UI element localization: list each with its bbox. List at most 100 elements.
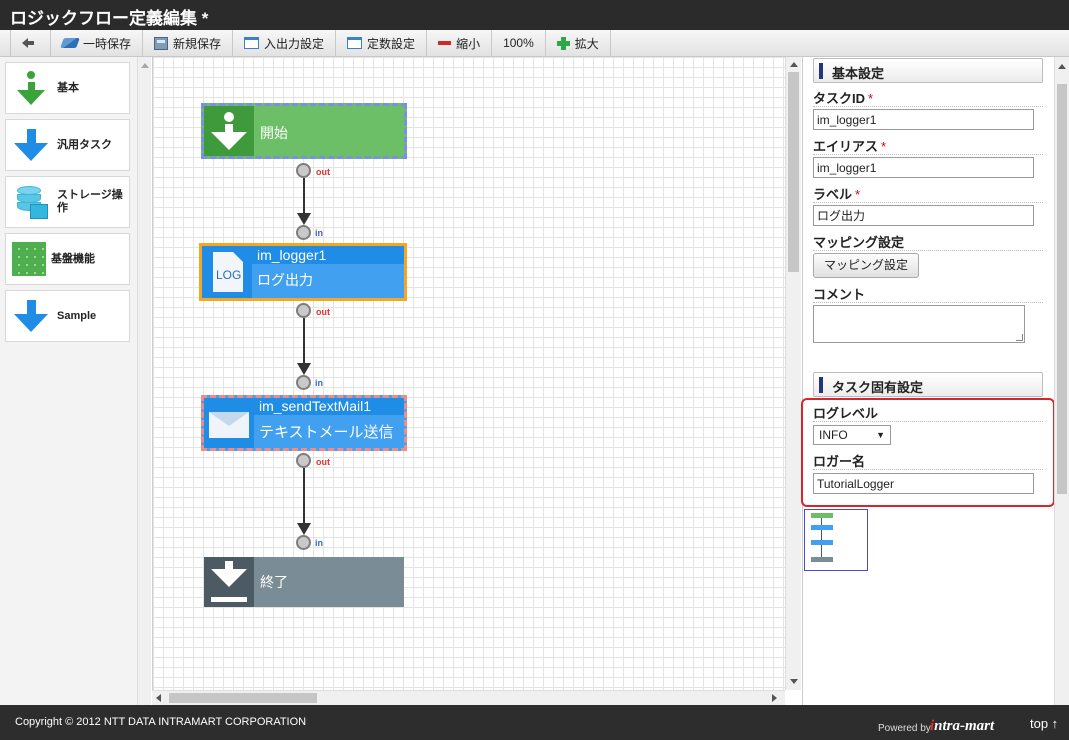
mail-task-id: im_sendTextMail1 [259, 398, 372, 414]
task-id-label: タスクID* [813, 91, 874, 106]
toolbar: 一時保存 新規保存 入出力設定 定数設定 縮小 100% 拡大 [0, 29, 1069, 57]
in-port-label: in [315, 538, 323, 548]
minimap[interactable] [802, 507, 1054, 705]
end-node-label: 終了 [260, 574, 288, 590]
logger-task-id: im_logger1 [257, 247, 327, 263]
minus-icon [438, 41, 452, 45]
green-arrow-down-icon [12, 68, 52, 108]
properties-panel: 基本設定 タスクID* エイリアス* ラベル* マッピング設定 マッピング設定 … [802, 57, 1054, 507]
grid-blocks-icon [12, 242, 46, 276]
palette-item-general-task[interactable]: 汎用タスク [5, 119, 130, 171]
canvas-horizontal-scrollbar[interactable] [152, 690, 785, 705]
io-settings-button[interactable]: 入出力設定 [233, 29, 337, 57]
in-port[interactable] [296, 375, 311, 390]
scroll-up-icon [790, 62, 798, 67]
back-button[interactable] [10, 29, 51, 57]
window-icon [244, 37, 260, 49]
zoom-level-button[interactable]: 100% [492, 29, 546, 57]
task-id-input[interactable] [813, 109, 1034, 130]
blue-arrow-down-icon [12, 296, 52, 336]
envelope-icon [204, 398, 254, 448]
end-arrow-icon [204, 557, 254, 607]
canvas-vertical-scrollbar[interactable] [785, 57, 801, 690]
connector-arrow-icon [297, 213, 311, 225]
palette-label: 基本 [57, 81, 79, 94]
log-level-select[interactable]: INFO ▼ [813, 425, 891, 445]
palette-label: 汎用タスク [57, 138, 112, 151]
mapping-label: マッピング設定 [813, 235, 905, 250]
blue-arrow-down-icon [12, 125, 52, 165]
alias-input[interactable] [813, 157, 1034, 178]
palette-item-platform[interactable]: 基盤機能 [5, 233, 130, 285]
label-input[interactable] [813, 205, 1034, 226]
mail-task-node[interactable]: im_sendTextMail1 テキストメール送信 [201, 395, 407, 451]
resize-grip-icon[interactable] [1016, 334, 1023, 341]
start-node-label: 開始 [260, 125, 288, 141]
window-title: ロジックフロー定義編集 * [0, 0, 1069, 30]
scroll-thumb[interactable] [169, 693, 317, 703]
scroll-up-icon [1058, 64, 1066, 69]
palette-label: ストレージ操作 [57, 189, 123, 214]
window-icon [347, 37, 363, 49]
zoom-out-button[interactable]: 縮小 [427, 29, 493, 57]
out-port-label: out [316, 457, 330, 467]
out-port[interactable] [296, 163, 311, 178]
minimap-viewport[interactable] [804, 509, 868, 571]
start-arrow-icon [204, 106, 254, 156]
minimap-end-node [811, 557, 833, 562]
scroll-left-icon [156, 694, 161, 702]
zoom-in-button[interactable]: 拡大 [546, 29, 611, 57]
powered-by: Powered by [878, 723, 931, 734]
footer: Copyright © 2012 NTT DATA INTRAMART CORP… [0, 705, 1069, 740]
in-port[interactable] [296, 225, 311, 240]
log-level-label: ログレベル [813, 406, 879, 421]
basic-settings-header[interactable]: 基本設定 [813, 58, 1043, 83]
end-node[interactable]: 終了 [204, 557, 404, 607]
scroll-thumb[interactable] [1057, 84, 1067, 494]
dropdown-caret-icon: ▼ [876, 430, 885, 440]
logger-name-input[interactable] [813, 473, 1034, 494]
highlight-frame [801, 398, 1055, 507]
logger-task-node[interactable]: LOG im_logger1 ログ出力 [199, 243, 407, 301]
zoom-level: 100% [503, 36, 534, 50]
out-port[interactable] [296, 303, 311, 318]
out-port-label: out [316, 307, 330, 317]
start-node[interactable]: 開始 [201, 103, 407, 159]
in-port-label: in [315, 378, 323, 388]
out-port[interactable] [296, 453, 311, 468]
back-to-top-link[interactable]: top ↑ [1030, 716, 1059, 731]
palette-item-storage[interactable]: ストレージ操作 [5, 176, 130, 228]
minimap-logger-node [811, 525, 833, 530]
palette-item-basic[interactable]: 基本 [5, 62, 130, 114]
scroll-thumb[interactable] [788, 72, 799, 272]
copyright: Copyright © 2012 NTT DATA INTRAMART CORP… [15, 716, 307, 728]
scroll-up-icon [141, 63, 149, 68]
new-save-button[interactable]: 新規保存 [143, 29, 234, 57]
alias-label: エイリアス* [813, 139, 887, 154]
const-settings-label: 定数設定 [367, 36, 416, 51]
palette-item-sample[interactable]: Sample [5, 290, 130, 342]
palette-label: 基盤機能 [51, 252, 95, 265]
connector-line [303, 318, 305, 365]
minimap-mail-node [811, 540, 833, 545]
log-level-value: INFO [819, 428, 848, 442]
io-settings-label: 入出力設定 [264, 36, 325, 51]
flow-canvas[interactable]: 開始 out in LOG im_logger1 ログ出力 out in im_… [152, 57, 785, 690]
palette-label: Sample [57, 309, 97, 322]
mapping-settings-button[interactable]: マッピング設定 [813, 253, 920, 278]
temp-save-label: 一時保存 [83, 36, 132, 51]
back-arrow-icon [22, 38, 34, 48]
connector-line [303, 468, 305, 525]
palette-scrollbar[interactable] [137, 57, 151, 705]
in-port[interactable] [296, 535, 311, 550]
comment-textarea[interactable] [813, 305, 1025, 343]
out-port-label: out [316, 167, 330, 177]
properties-scrollbar[interactable] [1054, 57, 1069, 705]
zoom-in-label: 拡大 [574, 36, 599, 51]
const-settings-button[interactable]: 定数設定 [336, 29, 428, 57]
scroll-right-icon [772, 694, 777, 702]
task-specific-settings-header[interactable]: タスク固有設定 [813, 372, 1043, 397]
log-document-icon: LOG [202, 246, 252, 298]
plus-icon [556, 36, 570, 50]
temp-save-button[interactable]: 一時保存 [51, 29, 144, 57]
